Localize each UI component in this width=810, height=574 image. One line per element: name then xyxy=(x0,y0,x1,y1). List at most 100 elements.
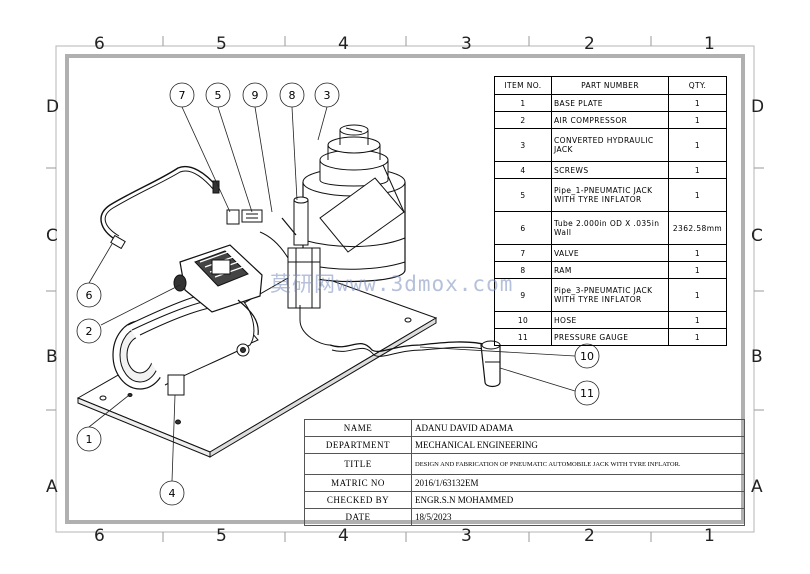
bom-qty-cell: 1 xyxy=(668,178,727,212)
zone-col-4-bottom: 4 xyxy=(338,526,349,546)
zone-row-c-left: C xyxy=(46,226,58,246)
balloon-6: 6 xyxy=(76,243,113,308)
bom-item-cell: 9 xyxy=(494,278,552,312)
zone-row-c-right: C xyxy=(751,226,763,246)
assembly-drawing xyxy=(76,124,501,458)
zone-col-6-top: 6 xyxy=(94,34,105,54)
bom-header-part: PART NUMBER xyxy=(551,76,669,95)
zone-ticks xyxy=(46,36,764,542)
bom-qty-cell: 1 xyxy=(668,261,727,279)
bom-part-cell: SCREWS xyxy=(551,161,669,179)
zone-row-a-left: A xyxy=(46,477,58,497)
svg-text:8: 8 xyxy=(289,89,296,102)
balloon-5: 5 xyxy=(205,82,253,213)
svg-text:5: 5 xyxy=(215,89,222,102)
svg-text:10: 10 xyxy=(580,350,594,363)
title-block-row: MATRIC NO 2016/1/63132EM xyxy=(304,474,745,492)
balloon-11: 11 xyxy=(499,367,600,406)
bom-part-cell: CONVERTED HYDRAULIC JACK xyxy=(551,128,669,162)
title-block-row: DEPARTMENT MECHANICAL ENGINEERING xyxy=(304,436,745,454)
bom-qty-cell: 2362.58mm xyxy=(668,211,727,245)
zone-row-d-left: D xyxy=(46,97,60,117)
zone-col-3-bottom: 3 xyxy=(461,526,472,546)
svg-text:6: 6 xyxy=(86,289,93,302)
bom-qty-cell: 1 xyxy=(668,278,727,312)
title-value: DESIGN AND FABRICATION OF PNEUMATIC AUTO… xyxy=(411,453,745,475)
svg-text:1: 1 xyxy=(86,433,93,446)
bom-header-item: ITEM NO. xyxy=(494,76,552,95)
department-label: DEPARTMENT xyxy=(304,436,412,454)
bom-item-cell: 7 xyxy=(494,244,552,262)
balloon-4: 4 xyxy=(159,394,185,506)
bom-item-cell: 5 xyxy=(494,178,552,212)
hose xyxy=(329,341,488,352)
matric-value: 2016/1/63132EM xyxy=(411,474,745,492)
outer-frame xyxy=(55,45,755,533)
tube-fitting xyxy=(110,234,126,250)
title-block-row: TITLE DESIGN AND FABRICATION OF PNEUMATI… xyxy=(304,453,745,475)
name-label: NAME xyxy=(304,419,412,437)
zone-row-b-right: B xyxy=(751,347,763,367)
zone-col-6-bottom: 6 xyxy=(94,526,105,546)
zone-col-1-bottom: 1 xyxy=(704,526,715,546)
zone-col-2-top: 2 xyxy=(584,34,595,54)
bom-item-cell: 2 xyxy=(494,111,552,129)
bom-part-cell: Tube 2.000in OD X .035in Wall xyxy=(551,211,669,245)
name-value: ADANU DAVID ADAMA xyxy=(411,419,745,437)
bom-part-cell: BASE PLATE xyxy=(551,94,669,112)
bom-item-cell: 1 xyxy=(494,94,552,112)
bom-part-cell: PRESSURE GAUGE xyxy=(551,328,669,346)
air-compressor xyxy=(112,244,263,396)
balloons: 7 5 9 8 3 6 2 xyxy=(76,82,600,506)
watermark: 莫研网www.3dmox.com xyxy=(270,272,514,296)
balloon-3: 3 xyxy=(314,82,340,141)
zone-col-2-bottom: 2 xyxy=(584,526,595,546)
bom-part-cell: Pipe_3-PNEUMATIC JACK WITH TYRE INFLATOR xyxy=(551,278,669,312)
bom-part-cell: AIR COMPRESSOR xyxy=(551,111,669,129)
balloon-10: 10 xyxy=(419,343,600,369)
zone-col-5-bottom: 5 xyxy=(216,526,227,546)
hydraulic-jack xyxy=(287,124,406,346)
zone-col-1-top: 1 xyxy=(704,34,715,54)
bom-qty-cell: 1 xyxy=(668,128,727,162)
title-block: NAME ADANU DAVID ADAMA DEPARTMENT MECHAN… xyxy=(304,419,745,526)
valve-pipes xyxy=(226,209,297,259)
bom-item-cell: 10 xyxy=(494,311,552,329)
svg-text:11: 11 xyxy=(580,387,594,400)
bom-qty-cell: 1 xyxy=(668,161,727,179)
balloon-8: 8 xyxy=(279,82,305,201)
bom-qty-cell: 1 xyxy=(668,311,727,329)
tube xyxy=(100,166,219,241)
title-block-row: DATE 18/5/2023 xyxy=(304,508,745,526)
balloon-2: 2 xyxy=(76,284,181,344)
balloon-9: 9 xyxy=(242,82,273,213)
bom-part-cell: Pipe_1-PNEUMATIC JACK WITH TYRE INFLATOR xyxy=(551,178,669,212)
balloon-1: 1 xyxy=(76,395,129,452)
bom-item-cell: 4 xyxy=(494,161,552,179)
pressure-gauge xyxy=(480,340,501,388)
date-value: 18/5/2023 xyxy=(411,508,745,526)
zone-row-b-left: B xyxy=(46,347,58,367)
date-label: DATE xyxy=(304,508,412,526)
base-plate xyxy=(76,269,438,458)
bom-qty-cell: 1 xyxy=(668,111,727,129)
department-value: MECHANICAL ENGINEERING xyxy=(411,436,745,454)
zone-row-a-right: A xyxy=(751,477,763,497)
bom-header-row: ITEM NO. PART NUMBER QTY. xyxy=(494,76,727,95)
bom-header-qty: QTY. xyxy=(668,76,727,95)
svg-text:9: 9 xyxy=(252,89,259,102)
zone-col-3-top: 3 xyxy=(461,34,472,54)
checked-by-value: ENGR.S.N MOHAMMED xyxy=(411,491,745,509)
bom-qty-cell: 1 xyxy=(668,328,727,346)
bom-part-cell: HOSE xyxy=(551,311,669,329)
